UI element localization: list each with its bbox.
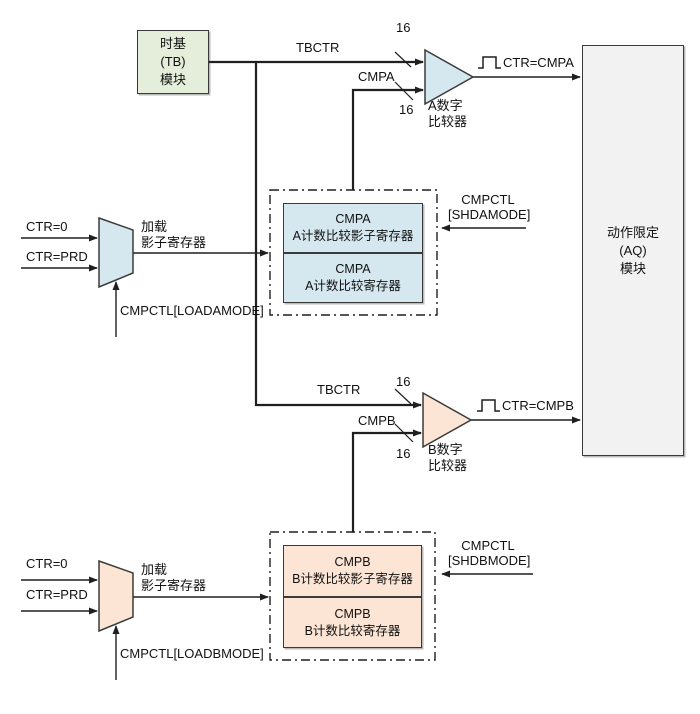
bus-slash-b-bottom — [394, 423, 414, 443]
cmpa-shadow-register: CMPA A计数比较影子寄存器 — [283, 203, 423, 253]
register-label-line: CMPA — [335, 212, 371, 226]
comparator-b-name: B数字 比较器 — [428, 442, 468, 473]
cmpb-shadow-register: CMPB B计数比较影子寄存器 — [283, 545, 422, 597]
loadamode-label: CMPCTL[LOADAMODE] — [120, 303, 264, 318]
ctrprd-a-label: CTR=PRD — [26, 249, 88, 264]
pulse-icon — [478, 56, 501, 69]
mux-b-shape — [98, 559, 134, 633]
register-group-a-outline — [269, 189, 438, 316]
tb-label-line: (TB) — [160, 54, 186, 69]
ctr0-a-label: CTR=0 — [26, 219, 68, 234]
register-label-line: B计数比较寄存器 — [304, 623, 401, 638]
aq-label-line: 模块 — [619, 260, 646, 276]
time-base-block: 时基 (TB) 模块 — [137, 30, 209, 94]
bus-width-label: 16 — [396, 20, 411, 35]
ctr-eq-cmpa-label: CTR=CMPA — [503, 55, 574, 70]
register-label-line: CMPA — [335, 262, 371, 276]
action-qualifier-block: 动作限定 (AQ) 模块 — [582, 45, 684, 456]
cmpa-active-register: CMPA A计数比较寄存器 — [283, 253, 423, 303]
ctr-eq-cmpb-label: CTR=CMPB — [502, 398, 574, 413]
register-label-line: A计数比较影子寄存器 — [292, 229, 414, 243]
register-group-b-outline — [269, 531, 436, 661]
register-label-line: CMPB — [334, 555, 371, 569]
bus-slash-b-top — [394, 388, 412, 405]
wire-cmpa — [351, 86, 424, 190]
tbctr-a-label: TBCTR — [296, 40, 340, 55]
comparator-b-triangle — [422, 391, 473, 449]
bus-width-label: 16 — [399, 102, 414, 117]
shdamode-label: CMPCTL [SHDAMODE] — [448, 192, 531, 222]
comparator-a-name: A数字 比较器 — [428, 98, 468, 129]
bus-width-label: 16 — [396, 446, 411, 461]
cmpb-active-register: CMPB B计数比较寄存器 — [283, 597, 422, 648]
bus-slash-a-bottom — [394, 81, 414, 101]
register-label-line: A计数比较寄存器 — [305, 279, 401, 293]
bus-slash-a-top — [394, 51, 412, 68]
aq-label-line: 动作限定 — [606, 224, 659, 240]
cmpa-signal-label: CMPA — [358, 69, 395, 84]
load-shadow-a-label: 加载 影子寄存器 — [141, 219, 207, 250]
register-label-line: B计数比较影子寄存器 — [292, 572, 413, 586]
ctr0-b-label: CTR=0 — [26, 556, 68, 571]
tb-label-line: 模块 — [159, 72, 186, 87]
shdbmode-label: CMPCTL [SHDBMODE] — [448, 538, 531, 568]
loadbmode-label: CMPCTL[LOADBMODE] — [120, 646, 264, 661]
load-shadow-b-label: 加载 影子寄存器 — [141, 562, 207, 593]
aq-label-line: (AQ) — [619, 242, 647, 258]
pulse-icon — [477, 399, 500, 412]
wire-tbctr-b-branch — [254, 62, 422, 409]
tb-label-line: 时基 — [159, 36, 186, 51]
cmpb-signal-label: CMPB — [358, 413, 396, 428]
tbctr-b-label: TBCTR — [317, 382, 361, 397]
bus-width-label: 16 — [396, 374, 411, 389]
register-label-line: CMPB — [334, 606, 371, 621]
mux-a-shape — [98, 216, 134, 289]
ctrprd-b-label: CTR=PRD — [26, 587, 88, 602]
comparator-a-triangle — [424, 48, 475, 106]
wire-cmpb — [351, 429, 422, 532]
